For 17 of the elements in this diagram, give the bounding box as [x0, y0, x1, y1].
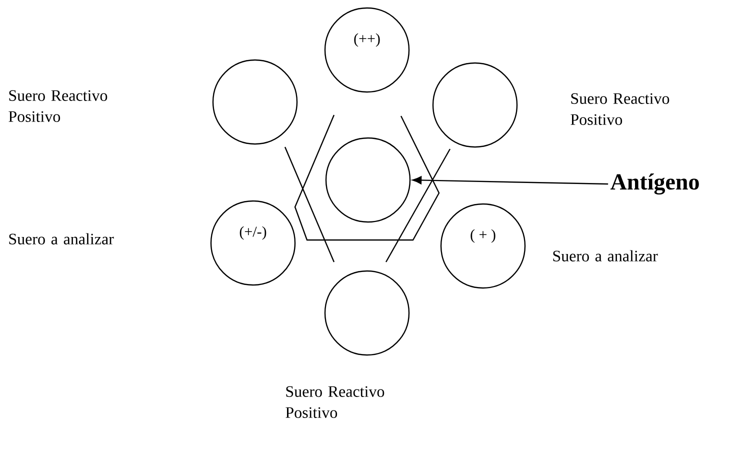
well-circle	[324, 270, 410, 356]
well-label: (++)	[354, 33, 380, 47]
well-circle	[210, 200, 296, 286]
well-label: ( + )	[470, 229, 496, 243]
well-label: (+/-)	[240, 226, 266, 240]
well-circle	[432, 62, 518, 148]
serum-caption: Suero Reactivo Positivo	[286, 386, 384, 418]
antigen-label: Antígeno	[610, 173, 699, 195]
serum-caption: Suero Reactivo Positivo	[570, 93, 670, 125]
well-circle	[324, 7, 410, 93]
serum-caption: Suero Reactivo Positivo	[8, 90, 108, 122]
serum-caption: Suero a analizar	[9, 233, 114, 244]
arrow	[412, 176, 608, 185]
serum-caption: Suero a analizar	[553, 250, 658, 262]
well-circle	[212, 59, 298, 145]
well-circle	[325, 137, 411, 223]
well-circle	[440, 203, 526, 289]
